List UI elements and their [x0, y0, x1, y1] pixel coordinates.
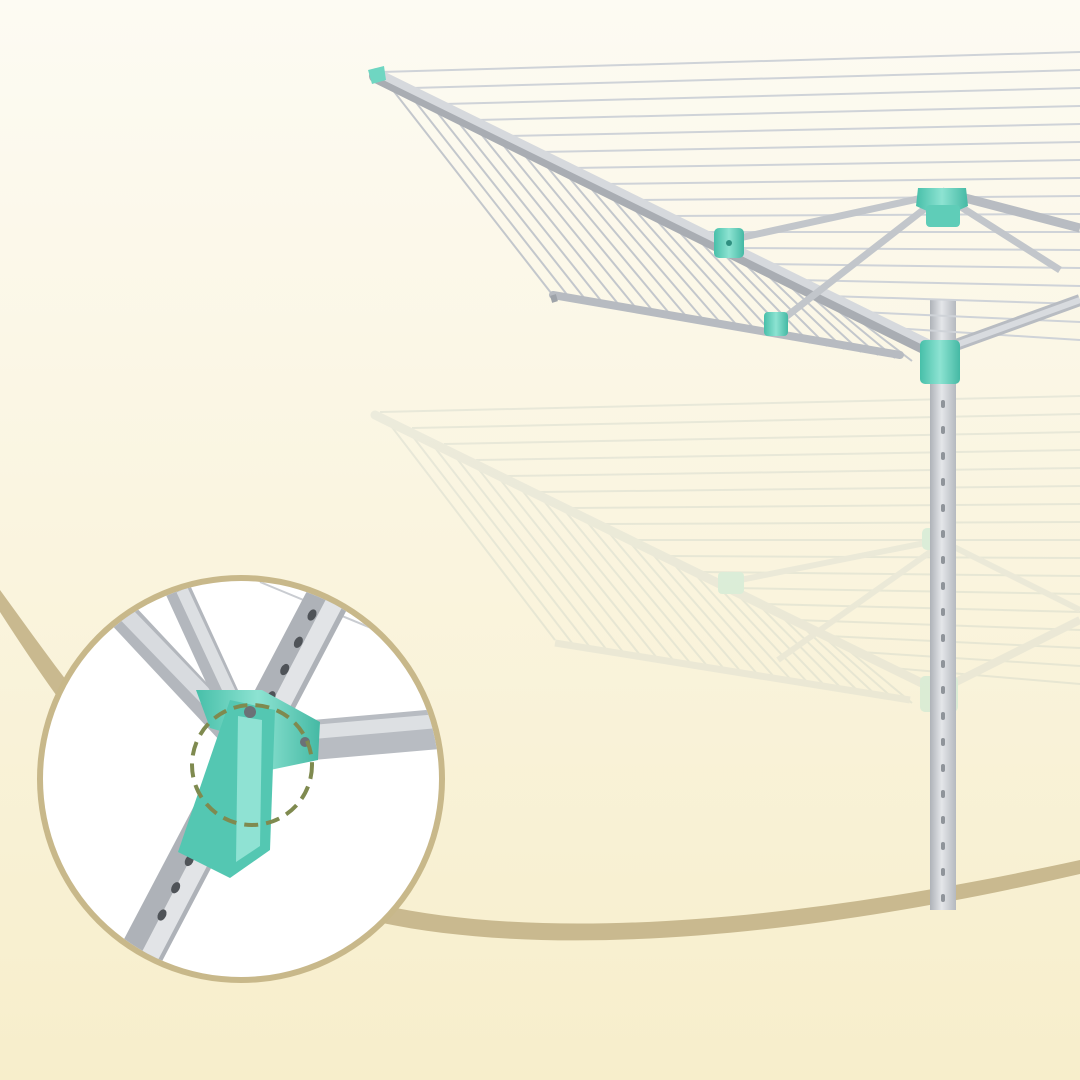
joint-detail-icon	[368, 66, 968, 384]
joint-detail-inset	[37, 575, 445, 983]
airer-pole	[930, 300, 956, 910]
highlight-ring	[190, 703, 314, 827]
airer-raised	[368, 51, 1080, 384]
airer-lowered-ghost	[370, 395, 1080, 712]
